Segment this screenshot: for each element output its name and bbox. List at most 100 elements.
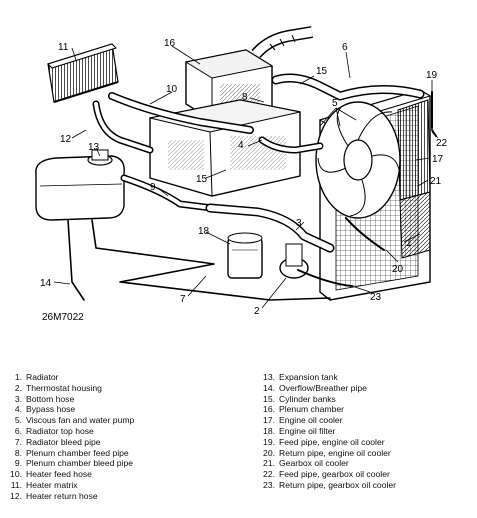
legend-item: 3. Bottom hose [6, 394, 246, 405]
engine-cylinder-banks [149, 99, 301, 197]
legend-item: 11. Heater matrix [6, 480, 246, 491]
cooling-system-diagram: 11 16 6 15 19 10 8 5 12 4 22 13 17 15 21… [35, 26, 448, 323]
callout-17: 17 [432, 154, 444, 165]
legend-number: 17. [263, 415, 275, 426]
legend-item: 7. Radiator bleed pipe [6, 437, 246, 448]
legend-number: 18. [263, 425, 275, 436]
legend-item: 12. Heater return hose [6, 491, 246, 502]
legend-item: 1. Radiator [6, 372, 246, 383]
legend-number: 16. [263, 404, 275, 415]
callout-9: 9 [150, 182, 156, 193]
legend-number: 7. [14, 436, 22, 447]
legend-item: 4. Bypass hose [6, 404, 246, 415]
legend-number: 6. [14, 425, 22, 436]
expansion-tank [35, 149, 125, 221]
legend-number: 1. [14, 372, 22, 382]
legend-item: 18.Engine oil filter [259, 426, 474, 437]
callout-5: 5 [332, 98, 338, 109]
callout-labels: 11 16 6 15 19 10 8 5 12 4 22 13 17 15 21… [40, 38, 448, 323]
legend-number: 11. [10, 479, 22, 490]
legend-text: Expansion tank [279, 372, 338, 382]
callout-3: 3 [296, 218, 302, 229]
legend-number: 4. [14, 404, 22, 415]
callout-4: 4 [238, 140, 244, 151]
air-intake [251, 26, 313, 59]
legend-text: Heater return hose [26, 490, 98, 501]
legend-item: 9. Plenum chamber bleed pipe [6, 458, 246, 469]
legend-text: Bypass hose [26, 404, 76, 415]
callout-21: 21 [430, 176, 442, 187]
callout-15-lower: 15 [196, 174, 208, 185]
legend-text: Plenum chamber feed pipe [26, 447, 129, 458]
legend-text: Thermostat housing [26, 382, 102, 393]
legend-text: Radiator bleed pipe [26, 436, 101, 447]
callout-23: 23 [370, 292, 382, 303]
figure-id: 26M7022 [42, 312, 84, 323]
hoses [67, 73, 437, 301]
legend-item: 19. Feed pipe, engine oil cooler [259, 437, 474, 448]
legend-number: 22. [263, 469, 275, 480]
callout-20: 20 [392, 264, 404, 275]
legend-text: Gearbox oil cooler [279, 458, 349, 469]
legend-number: 14. [263, 382, 275, 393]
legend-item: 17. Engine oil cooler [259, 415, 474, 426]
legend-text: Plenum chamber bleed pipe [26, 458, 134, 469]
callout-6: 6 [342, 42, 348, 53]
legend-text: Plenum chamber [279, 404, 344, 415]
legend-text: Radiator [26, 372, 59, 382]
parts-legend: 1. Radiator 2. Thermostat housing 3. Bottom… [0, 372, 477, 512]
legend-number: 10. [10, 469, 22, 480]
callout-16: 16 [164, 38, 176, 49]
legend-text: Bottom hose [26, 393, 75, 404]
engine-oil-cooler [397, 99, 431, 201]
legend-number: 12. [10, 490, 22, 501]
legend-number: 15. [263, 393, 275, 404]
legend-number: 21. [263, 458, 275, 469]
callout-8: 8 [242, 92, 248, 103]
callout-15: 15 [316, 66, 328, 77]
legend-item: 21. Gearbox oil cooler [259, 458, 474, 469]
legend-item: 23.Return pipe, gearbox oil cooler [259, 480, 474, 491]
legend-number: 9. [14, 458, 22, 469]
legend-item: 22.Feed pipe, gearbox oil cooler [259, 469, 474, 480]
legend-item: 6.Radiator top hose [6, 426, 246, 437]
legend-item: 2. Thermostat housing [6, 383, 246, 394]
legend-item: 10. Heater feed hose [6, 469, 246, 480]
legend-item: 20. Return pipe, engine oil cooler [259, 448, 474, 459]
callout-22: 22 [436, 138, 448, 149]
legend-number: 3. [14, 393, 22, 404]
callout-19: 19 [426, 70, 438, 81]
leader-lines [53, 45, 439, 309]
callout-13: 13 [88, 142, 100, 153]
legend-number: 5. [14, 415, 22, 426]
callout-10: 10 [166, 84, 178, 95]
legend-left-column: 1. Radiator 2. Thermostat housing 3. Bottom… [6, 372, 246, 502]
legend-text: Return pipe, engine oil cooler [279, 447, 391, 458]
gearbox-oil-cooler [399, 191, 431, 259]
legend-text: Feed pipe, engine oil cooler [279, 436, 385, 447]
legend-item: 13. Expansion tank [259, 372, 474, 383]
legend-text: Engine oil cooler [279, 415, 343, 426]
legend-text: Cylinder banks [279, 393, 336, 404]
legend-number: 13. [263, 372, 275, 382]
callout-12: 12 [60, 134, 72, 145]
legend-number: 8. [14, 447, 22, 458]
engine-oil-filter [227, 232, 263, 279]
legend-item: 14. Overflow/Breather pipe [259, 383, 474, 394]
legend-number: 19. [263, 436, 275, 447]
legend-text: Heater feed hose [26, 469, 92, 480]
callout-2: 2 [254, 306, 260, 317]
legend-number: 20. [263, 447, 275, 458]
legend-text: Viscous fan and water pump [26, 415, 135, 426]
heater-matrix [47, 43, 119, 103]
callout-18: 18 [198, 226, 210, 237]
callout-11: 11 [58, 42, 69, 53]
legend-item: 15. Cylinder banks [259, 394, 474, 405]
legend-number: 2. [14, 382, 22, 393]
thermostat-housing [279, 243, 309, 279]
legend-text: Overflow/Breather pipe [279, 382, 367, 393]
legend-text: Heater matrix [26, 479, 78, 490]
callout-14: 14 [40, 278, 52, 289]
legend-right-column: 13. Expansion tank 14. Overflow/Breather p… [259, 372, 474, 491]
legend-number: 23. [263, 479, 275, 490]
